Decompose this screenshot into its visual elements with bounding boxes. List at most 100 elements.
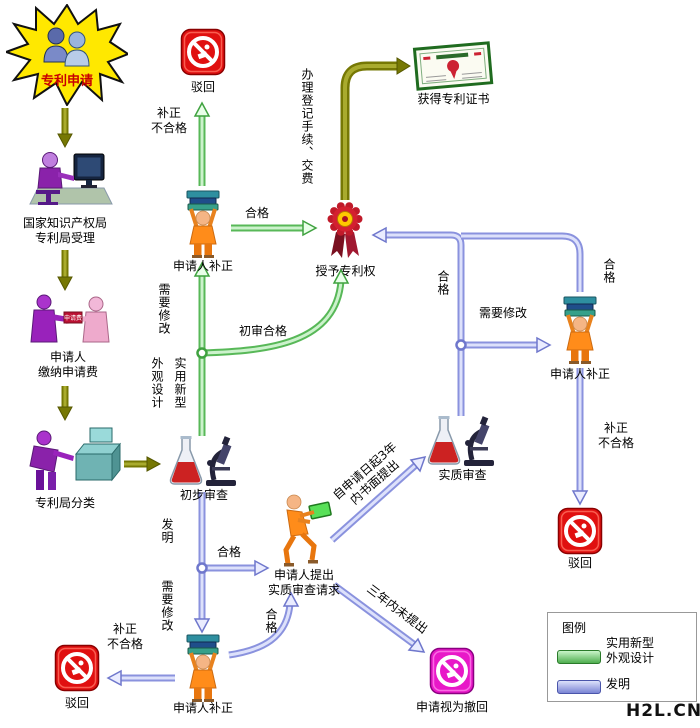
body: [189, 669, 217, 689]
fix-right-label: 申请人补正: [549, 367, 610, 381]
reject-right-icon: [557, 507, 603, 559]
junction-invention: [196, 562, 208, 574]
prohibition-slash: [441, 660, 463, 682]
fix-bottom-person-icon: [177, 634, 229, 706]
flask-liquid: [171, 462, 201, 483]
preliminary-exam-icon: [168, 436, 240, 492]
head: [195, 210, 211, 226]
prohibition-ring: [564, 515, 596, 547]
classify-boxes-icon: [28, 420, 122, 498]
certificate-label: 获得专利证书: [417, 92, 490, 106]
edge-label-pass-top: 合格: [244, 206, 269, 220]
clerk-person: [36, 152, 74, 205]
pay-label-line1: 申请人: [49, 350, 86, 364]
apply-label: 专利申请: [40, 74, 93, 89]
edge-label-fix-fail-right: 补正 不合格: [597, 421, 634, 450]
body: [189, 225, 217, 245]
edge-label-need-fix-right: 需要修改: [478, 306, 527, 320]
legend-blue-swatch: [557, 680, 601, 694]
rosette: [327, 202, 363, 236]
prohibition-ring: [187, 36, 219, 68]
blue-flow-arrows: [106, 226, 589, 687]
reject-bottom-icon: [54, 644, 100, 696]
microscope: [206, 436, 236, 486]
substantive-exam-icon: [426, 416, 498, 472]
document-stack: [186, 190, 220, 211]
applicants-people: [43, 27, 90, 67]
junction-preliminary: [196, 347, 208, 359]
boxes: [74, 427, 122, 482]
fix-right-person-icon: [554, 296, 606, 368]
grant-medal-icon: [325, 202, 365, 266]
prohibition-slash: [192, 41, 214, 63]
fee-packet-label: 申请费: [64, 314, 82, 322]
patent-application-burst-icon: [2, 3, 131, 110]
substantive-label: 实质审查: [438, 468, 487, 482]
ribbon-right: [345, 232, 359, 258]
screen: [77, 157, 101, 177]
olive-flow-arrows: [57, 57, 411, 472]
ribbon-left: [331, 232, 345, 258]
pay-label: 申请人 缴纳申请费: [8, 350, 128, 380]
edge-label-design: 外观设计: [150, 357, 164, 409]
watermark: H2L.CN: [626, 701, 700, 721]
edge-label-prelim-pass: 初审合格: [238, 324, 287, 338]
accept-label-line1: 国家知识产权局: [22, 216, 107, 230]
reject-right-label: 驳回: [567, 556, 592, 570]
seal: [447, 59, 460, 72]
document-stack: [186, 634, 220, 655]
reject-top-icon: [180, 28, 226, 80]
edge-label-need-fix-bottom: 需要修改: [160, 580, 174, 632]
accept-label-line2: 专利局受理: [34, 231, 95, 245]
prohibition-ring: [436, 655, 468, 687]
flask-liquid: [429, 442, 459, 463]
edge-label-invention: 发明: [160, 518, 174, 544]
prelim-label: 初步审查: [179, 488, 228, 502]
pay-label-line2: 缴纳申请费: [37, 365, 98, 379]
head: [572, 316, 588, 332]
edge-label-pass-bottom: 合格: [216, 545, 241, 559]
edge-label-register-pay: 办理登记手续、交费: [300, 68, 314, 185]
edge-label-pass-request: 合格: [264, 608, 278, 634]
fix-top-label: 申请人补正: [172, 259, 233, 273]
sorter-person: [29, 430, 74, 490]
edge-label-fix-fail-bottom: 补正 不合格: [106, 622, 143, 651]
fee-packet: [63, 311, 83, 324]
certificate-paper: [412, 41, 494, 91]
legend-green-label: 实用新型 外观设计: [606, 636, 655, 665]
legend-title: 图例: [562, 621, 587, 635]
request-label-line1: 申请人提出: [273, 568, 334, 582]
reject-bottom-label: 驳回: [64, 696, 89, 710]
grant-label: 授予专利权: [315, 264, 376, 278]
body: [566, 331, 594, 351]
request-label-line2: 实质审查请求: [267, 583, 340, 597]
prohibition-slash: [569, 520, 591, 542]
junction-substantive: [455, 339, 467, 351]
withdrawn-label: 申请视为撤回: [415, 700, 488, 714]
office-acceptance-icon: [26, 146, 114, 216]
request-person-icon: [274, 490, 334, 572]
green-flow-arrows: [193, 101, 350, 436]
fix-top-person-icon: [177, 190, 229, 262]
legend-blue-label: 发明: [606, 677, 631, 691]
edge-label-pass-substantive: 合格: [436, 270, 450, 296]
certificate-icon: [411, 38, 495, 96]
accept-label: 国家知识产权局 专利局受理: [0, 216, 130, 246]
edge-label-utility: 实用新型: [173, 357, 187, 409]
pay-fee-icon: 申请费: [26, 290, 114, 354]
prohibition-ring: [61, 652, 93, 684]
reject-top-label: 驳回: [190, 80, 215, 94]
head: [195, 654, 211, 670]
fix-bottom-label: 申请人补正: [172, 701, 233, 715]
prohibition-slash: [66, 657, 88, 679]
microscope: [464, 416, 494, 466]
head: [286, 494, 302, 510]
withdrawn-icon: [429, 647, 475, 699]
document-stack: [563, 296, 597, 317]
legend: 图例 实用新型 外观设计 发明: [547, 612, 697, 702]
request-label: 申请人提出 实质审查请求: [258, 568, 350, 598]
edge-label-fix-fail-top: 补正 不合格: [150, 106, 187, 135]
edge-label-pass-right: 合格: [602, 258, 616, 284]
classify-label: 专利局分类: [34, 496, 95, 510]
